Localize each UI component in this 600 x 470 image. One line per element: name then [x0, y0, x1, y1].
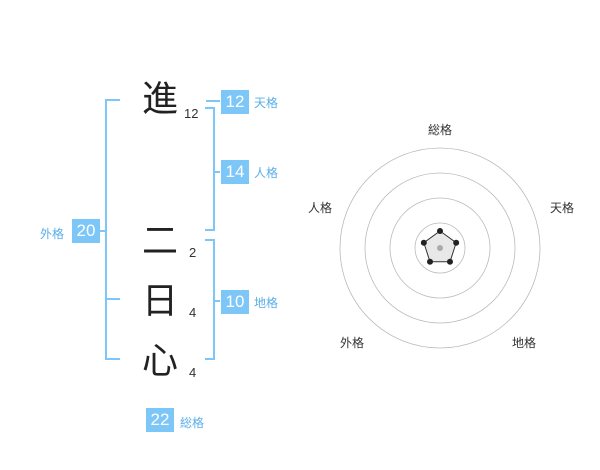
radar-point-4: [420, 239, 427, 246]
radar-axis-label-soukaku: 総格: [427, 123, 453, 137]
radar-point-0: [437, 228, 443, 234]
radar-ring-3: [364, 172, 516, 324]
gaikaku-value: 20: [72, 219, 100, 243]
name-char-2: 二: [141, 221, 178, 262]
jinkaku-label: 人格: [254, 166, 279, 180]
stroke-count-2: 2: [189, 245, 197, 260]
stroke-count-1: 12: [184, 106, 199, 121]
stroke-count-3: 4: [189, 305, 197, 320]
radar-center-dot: [437, 245, 443, 251]
radar-point-3: [427, 258, 434, 265]
jinkaku-bracket: [205, 107, 215, 231]
gaikaku-label: 外格: [40, 227, 65, 241]
chikaku-label: 地格: [254, 296, 279, 310]
radar-ring-2: [389, 197, 491, 299]
jinkaku-value: 14: [221, 160, 249, 184]
stroke-count-4: 4: [189, 365, 197, 380]
radar-axis-label-tenkaku: 天格: [549, 201, 575, 215]
gaikaku-bracket: [105, 99, 120, 360]
radar-point-2: [446, 258, 453, 265]
chikaku-value: 10: [221, 290, 249, 314]
name-char-3: 日: [141, 281, 178, 322]
name-char-4: 心: [141, 341, 178, 382]
soukaku-label: 総格: [180, 416, 205, 430]
radar-axis-label-chikaku: 地格: [511, 336, 537, 350]
radar-ring-1: [414, 222, 466, 274]
radar-axis-label-gaikaku: 外格: [339, 336, 365, 350]
tenkaku-label: 天格: [254, 96, 279, 110]
soukaku-value: 22: [146, 408, 174, 432]
radar-point-1: [453, 239, 460, 246]
name-char-1: 進: [141, 79, 178, 120]
radar-axis-label-jinkaku: 人格: [307, 201, 333, 215]
chikaku-bracket: [205, 239, 215, 360]
tenkaku-value: 12: [221, 90, 249, 114]
radar-ring-4: [339, 147, 541, 349]
